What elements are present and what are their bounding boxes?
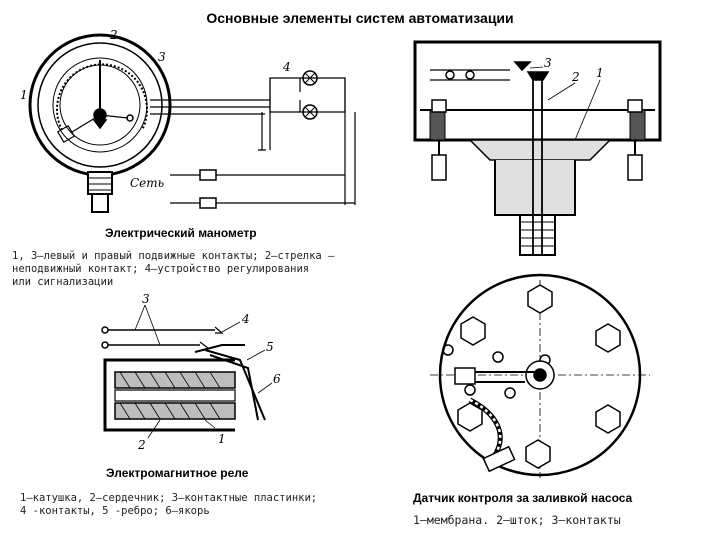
callout-4: 4 [242, 312, 250, 326]
manometer-caption-line: 1, 3—левый и правый подвижные контакты; … [12, 250, 335, 262]
relay-label: Электромагнитное реле [106, 466, 249, 480]
sensor-caption: 1—мембрана. 2—шток; 3—контакты [413, 513, 621, 527]
electromagnetic-relay-drawing [101, 304, 273, 439]
callout-3: 3 [544, 56, 552, 70]
network-label: Сеть [130, 176, 165, 190]
callout-1: 1 [596, 66, 604, 80]
manometer-label: Электрический манометр [105, 226, 257, 240]
relay-caption-line: 4 -контакты, 5 -ребро; 6—якорь [20, 505, 210, 517]
relay-caption-line: 1—катушка, 2—сердечник; 3—контактные пла… [20, 492, 318, 504]
sensor-section-drawing [413, 40, 662, 256]
sensor-plan-drawing [430, 273, 650, 478]
callout-2: 2 [572, 70, 580, 84]
callout-1: 1 [20, 88, 28, 102]
callout-6: 6 [273, 372, 281, 386]
callout-3: 3 [158, 50, 166, 64]
manometer-caption-line: или сигнализации [12, 276, 114, 288]
manometer-caption: 1, 3—левый и правый подвижные контакты; … [12, 250, 334, 289]
callout-5: 5 [266, 340, 274, 354]
manometer-caption-line: неподвижный контакт; 4—устройство регули… [12, 263, 310, 275]
sensor-label: Датчик контроля за заливкой насоса [413, 491, 633, 505]
electric-manometer-drawing [28, 33, 356, 213]
callout-3: 3 [142, 292, 150, 306]
callout-2: 2 [138, 438, 146, 452]
callout-1: 1 [218, 432, 226, 446]
page-title: Основные элементы систем автоматизации [206, 10, 514, 26]
callout-2: 2 [110, 28, 118, 42]
relay-caption: 1—катушка, 2—сердечник; 3—контактные пла… [20, 492, 317, 518]
callout-4: 4 [283, 60, 291, 74]
